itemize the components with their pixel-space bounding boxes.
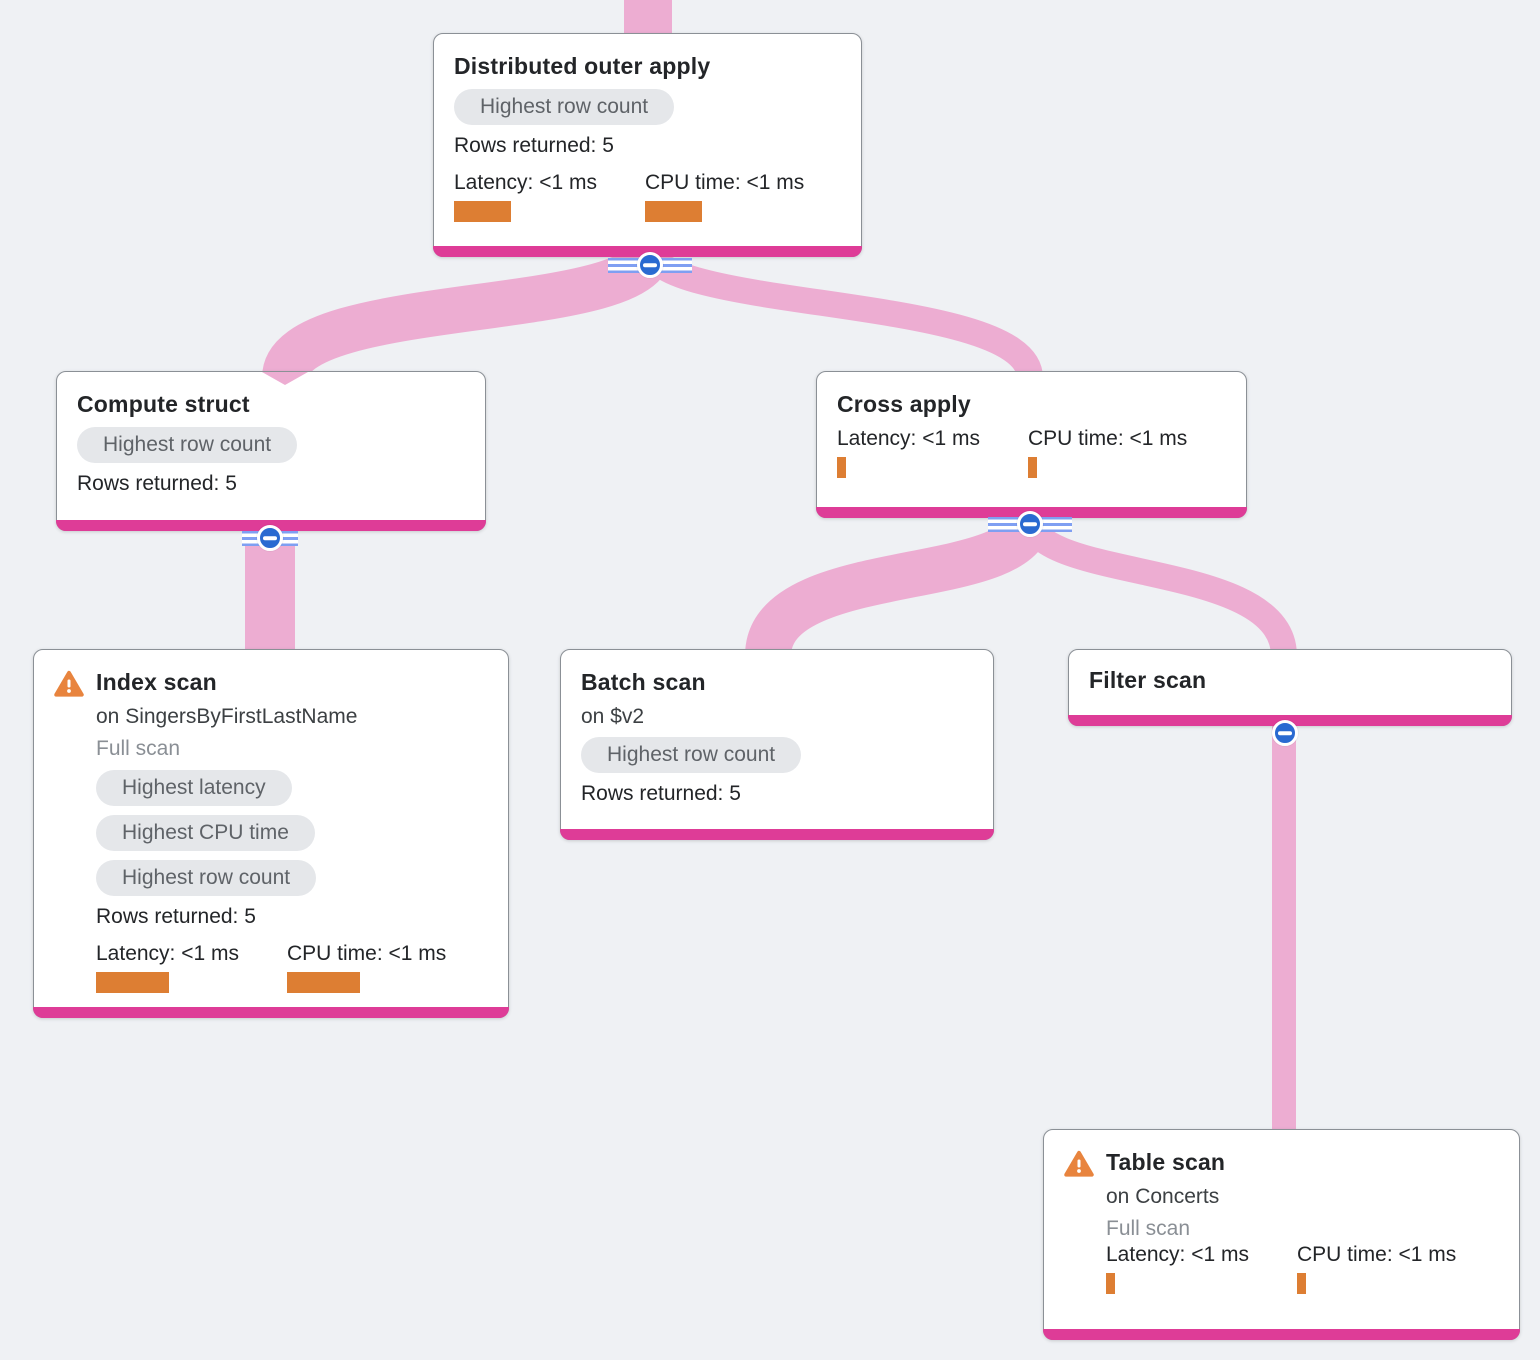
warning-icon[interactable]	[1064, 1147, 1106, 1294]
metrics: Latency: <1 ms CPU time: <1 ms	[454, 171, 841, 222]
cpu-time-bar	[645, 201, 702, 222]
node-index-scan[interactable]: Index scan on SingersByFirstLastName Ful…	[33, 649, 509, 1018]
cpu-time-label: CPU time: <1 ms	[645, 171, 805, 194]
cpu-time-label: CPU time: <1 ms	[287, 942, 447, 965]
latency-label: Latency: <1 ms	[454, 171, 597, 194]
cpu-time-metric: CPU time: <1 ms	[1297, 1243, 1488, 1294]
latency-bar	[454, 201, 511, 222]
latency-bar	[96, 972, 169, 993]
badge-highest-latency: Highest latency	[96, 770, 292, 806]
latency-label: Latency: <1 ms	[96, 942, 239, 965]
node-title: Filter scan	[1089, 667, 1207, 693]
rows-returned-label: Rows returned: 5	[77, 472, 237, 495]
badge-highest-cpu-time: Highest CPU time	[96, 815, 315, 851]
edge-cross-apply-to-batch-scan	[745, 512, 1052, 659]
edge-cross-apply-to-filter-scan	[1016, 513, 1297, 658]
node-table-scan[interactable]: Table scan on Concerts Full scan Latency…	[1043, 1129, 1520, 1340]
warning-icon[interactable]	[54, 667, 96, 993]
node-filter-scan[interactable]: Filter scan	[1068, 649, 1512, 726]
scan-type-label: Full scan	[1106, 1217, 1191, 1240]
badge-highest-row-count: Highest row count	[96, 860, 317, 896]
node-accent-bar	[33, 1007, 509, 1018]
node-distributed-outer-apply[interactable]: Distributed outer apply Highest row coun…	[433, 33, 862, 257]
collapse-button-minus-icon[interactable]	[257, 525, 283, 551]
latency-label: Latency: <1 ms	[837, 427, 980, 450]
node-accent-bar	[1043, 1329, 1520, 1340]
latency-metric: Latency: <1 ms	[96, 942, 287, 993]
latency-label: Latency: <1 ms	[1106, 1243, 1249, 1266]
collapse-control-cross-apply	[988, 511, 1072, 537]
node-subtitle: on Concerts	[1106, 1185, 1220, 1208]
node-title: Cross apply	[837, 391, 971, 417]
latency-bar	[1106, 1273, 1115, 1294]
edge-distributed-outer-apply-to-compute-struct	[262, 243, 673, 383]
badge-highest-row-count: Highest row count	[581, 737, 802, 773]
collapse-control-compute-struct	[242, 525, 298, 551]
metrics: Latency: <1 ms CPU time: <1 ms	[96, 942, 488, 993]
metrics: Latency: <1 ms CPU time: <1 ms	[837, 427, 1226, 478]
collapse-button-minus-icon[interactable]	[1017, 511, 1043, 537]
cpu-time-bar	[287, 972, 360, 993]
cpu-time-metric: CPU time: <1 ms	[287, 942, 478, 993]
collapse-button-minus-icon[interactable]	[1272, 720, 1298, 746]
collapse-control-filter-scan	[1272, 720, 1298, 746]
cpu-time-bar	[1297, 1273, 1306, 1294]
latency-metric: Latency: <1 ms	[1106, 1243, 1297, 1294]
node-subtitle: on SingersByFirstLastName	[96, 705, 358, 728]
scan-type-label: Full scan	[96, 737, 181, 760]
cpu-time-metric: CPU time: <1 ms	[645, 171, 836, 222]
node-batch-scan[interactable]: Batch scan on $v2 Highest row count Rows…	[560, 649, 994, 840]
metrics: Latency: <1 ms CPU time: <1 ms	[1106, 1243, 1499, 1294]
cpu-time-label: CPU time: <1 ms	[1028, 427, 1188, 450]
node-title: Compute struct	[77, 391, 250, 417]
rows-returned-label: Rows returned: 5	[454, 134, 614, 157]
rows-returned-label: Rows returned: 5	[581, 782, 741, 805]
badge-highest-row-count: Highest row count	[454, 89, 675, 125]
node-title: Distributed outer apply	[454, 53, 711, 79]
node-compute-struct[interactable]: Compute struct Highest row count Rows re…	[56, 371, 486, 531]
badge-highest-row-count: Highest row count	[77, 427, 298, 463]
rows-returned-label: Rows returned: 5	[96, 905, 256, 928]
node-title: Index scan	[96, 669, 217, 695]
cpu-time-label: CPU time: <1 ms	[1297, 1243, 1457, 1266]
node-accent-bar	[560, 829, 994, 840]
collapse-button-minus-icon[interactable]	[637, 252, 663, 278]
cpu-time-bar	[1028, 457, 1037, 478]
cpu-time-metric: CPU time: <1 ms	[1028, 427, 1219, 478]
node-subtitle: on $v2	[581, 705, 645, 728]
node-title: Table scan	[1106, 1149, 1226, 1175]
edge-distributed-outer-apply-to-cross-apply	[637, 244, 1043, 381]
latency-bar	[837, 457, 846, 478]
latency-metric: Latency: <1 ms	[454, 171, 645, 222]
latency-metric: Latency: <1 ms	[837, 427, 1028, 478]
collapse-control-distributed-outer-apply	[608, 252, 692, 278]
node-title: Batch scan	[581, 669, 706, 695]
edge-arrowhead-compute-struct	[262, 372, 308, 385]
node-cross-apply[interactable]: Cross apply Latency: <1 ms CPU time: <1 …	[816, 371, 1247, 518]
